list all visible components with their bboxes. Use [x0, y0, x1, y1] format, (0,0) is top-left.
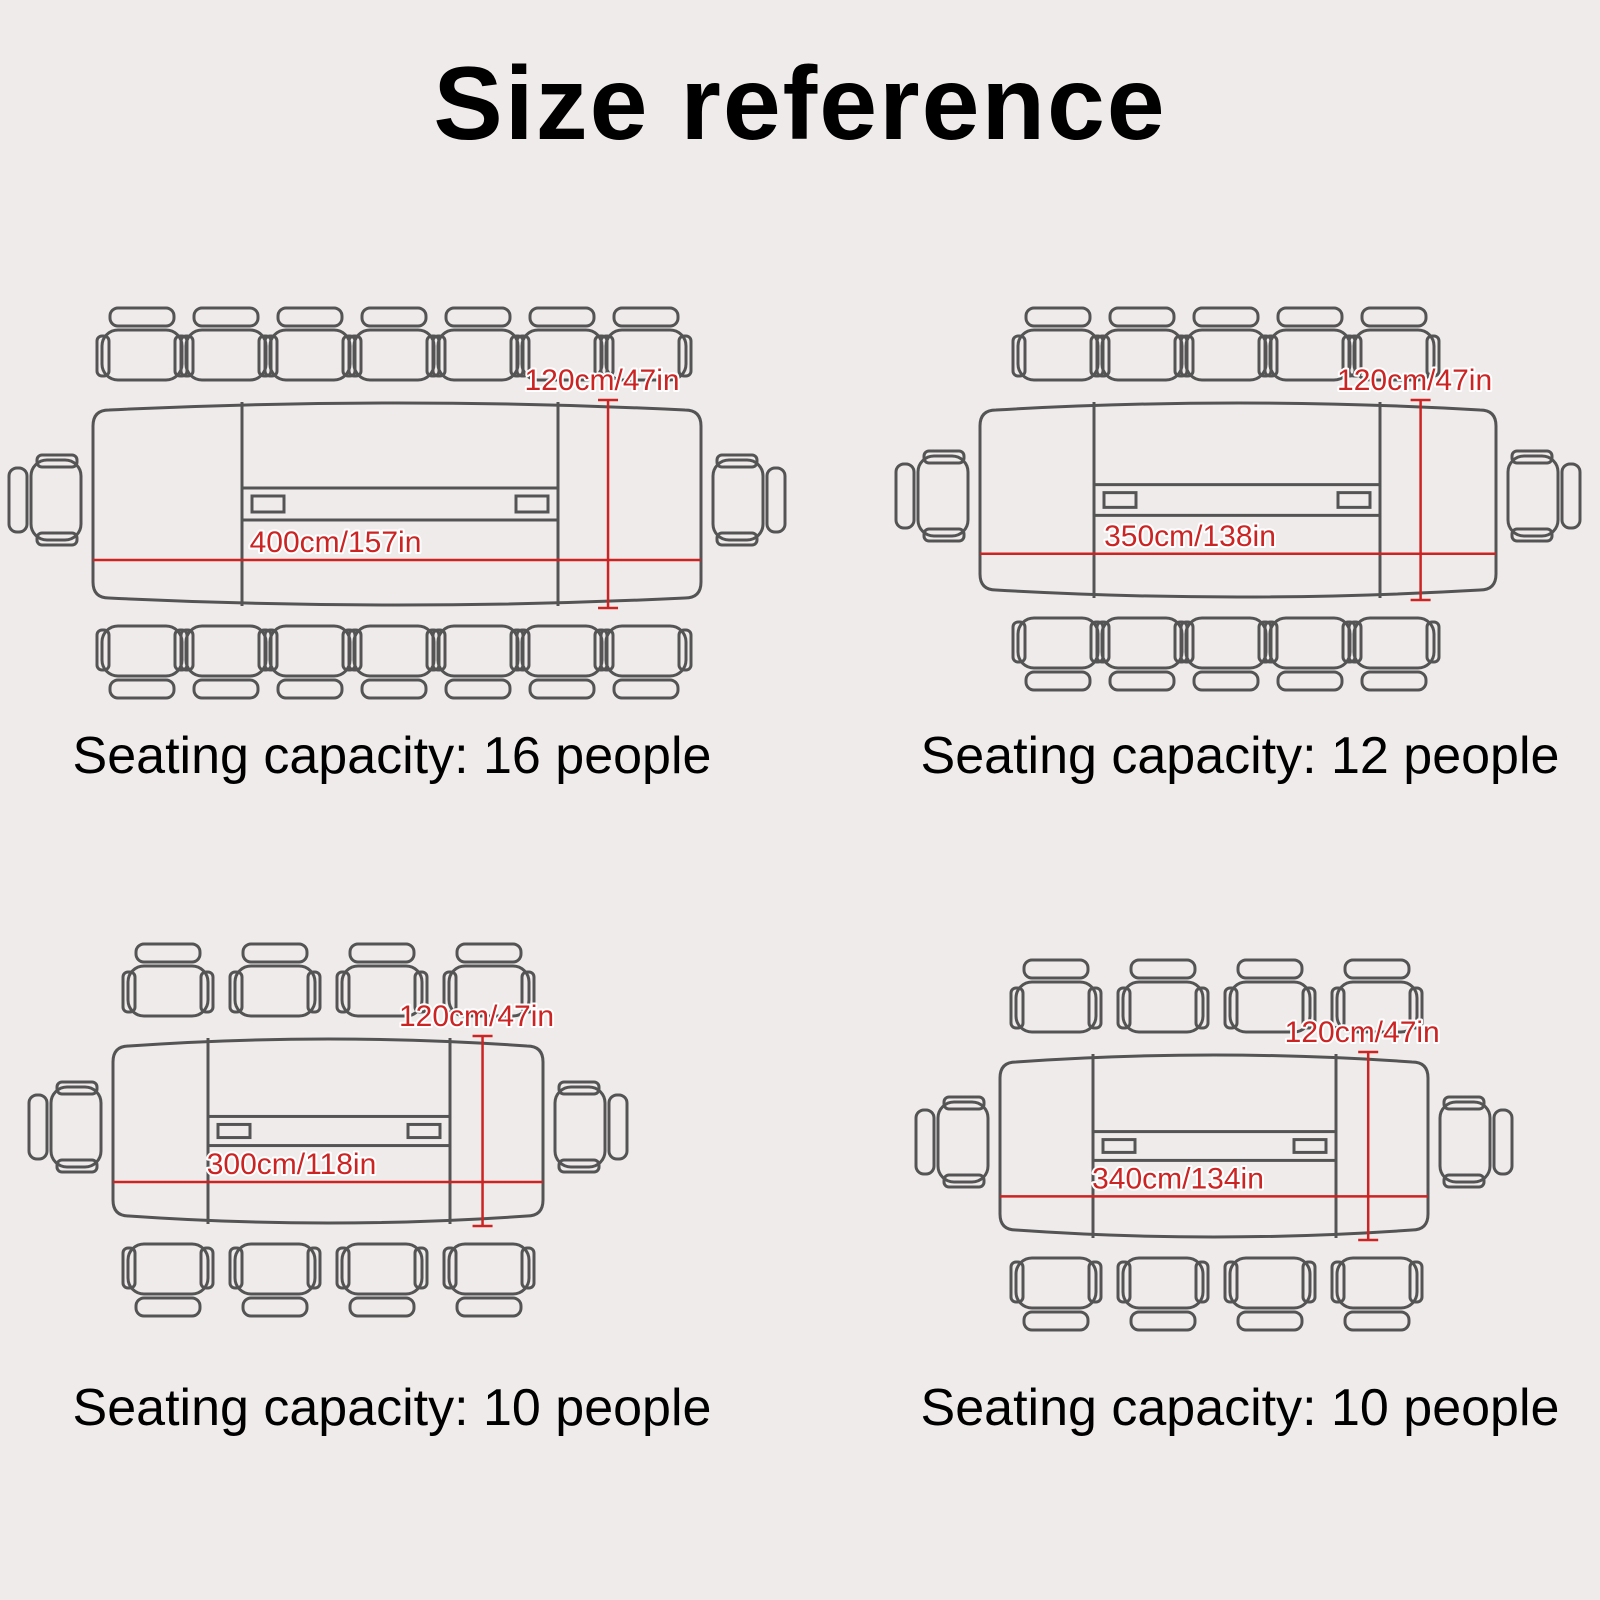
power-outlet-icon: [250, 494, 286, 514]
chair-icon: [431, 624, 525, 700]
chair-icon: [1009, 1256, 1103, 1332]
length-label: 400cm/157in: [250, 526, 422, 559]
chair-icon: [1330, 1256, 1424, 1332]
length-label: 340cm/134in: [1092, 1162, 1264, 1195]
chair-icon: [335, 1242, 429, 1318]
width-label: 120cm/47in: [399, 1000, 554, 1033]
seating-capacity-label: Seating capacity: 12 people: [921, 727, 1560, 785]
width-label: 120cm/47in: [1285, 1016, 1440, 1049]
chair-icon: [121, 1242, 215, 1318]
page-title: Size reference: [433, 46, 1167, 162]
chair-icon: [1330, 958, 1424, 1034]
power-outlet-icon: [1101, 1138, 1137, 1154]
table-top-outline: [978, 401, 1498, 599]
chair-icon: [1095, 306, 1189, 382]
chair-icon: [179, 306, 273, 382]
chair-icon: [515, 624, 609, 700]
power-outlet-icon: [514, 494, 550, 514]
chair-icon: [442, 1242, 536, 1318]
power-outlet-icon: [216, 1122, 252, 1140]
power-outlet-icon: [1292, 1138, 1328, 1154]
power-outlet-icon: [1336, 491, 1372, 509]
chair-icon: [1179, 616, 1273, 692]
chair-icon: [228, 1242, 322, 1318]
cable-tray: [1092, 483, 1382, 517]
seating-capacity-label: Seating capacity: 16 people: [73, 727, 712, 785]
chair-icon: [1347, 616, 1441, 692]
chair-icon: [179, 624, 273, 700]
chair-icon: [1009, 958, 1103, 1034]
power-outlet-icon: [1102, 491, 1138, 509]
chair-icon: [894, 449, 970, 543]
chair-icon: [1116, 1256, 1210, 1332]
chair-icon: [347, 624, 441, 700]
chair-icon: [711, 453, 787, 547]
cable-tray: [240, 486, 560, 522]
chair-icon: [228, 942, 322, 1018]
chair-icon: [263, 624, 357, 700]
chair-icon: [599, 306, 693, 382]
chair-icon: [7, 453, 83, 547]
chair-icon: [553, 1080, 629, 1174]
chair-icon: [1263, 616, 1357, 692]
table-top-outline: [998, 1053, 1430, 1239]
width-label: 120cm/47in: [524, 364, 679, 397]
power-outlet-icon: [406, 1122, 442, 1140]
chair-icon: [431, 306, 525, 382]
chair-icon: [599, 624, 693, 700]
chair-icon: [1223, 1256, 1317, 1332]
chair-icon: [1011, 306, 1105, 382]
seating-capacity-label: Seating capacity: 10 people: [73, 1379, 712, 1437]
length-label: 300cm/118in: [207, 1148, 377, 1181]
cable-tray: [206, 1114, 452, 1148]
chair-icon: [1011, 616, 1105, 692]
length-label: 350cm/138in: [1104, 520, 1276, 553]
chair-icon: [1116, 958, 1210, 1034]
chair-icon: [1506, 449, 1582, 543]
seating-capacity-label: Seating capacity: 10 people: [921, 1379, 1560, 1437]
chair-icon: [95, 306, 189, 382]
chair-icon: [95, 624, 189, 700]
chair-icon: [1347, 306, 1441, 382]
table-top-outline: [91, 401, 703, 607]
chair-icon: [1179, 306, 1273, 382]
chair-icon: [1438, 1095, 1514, 1189]
chair-icon: [1223, 958, 1317, 1034]
chair-icon: [442, 942, 536, 1018]
chair-icon: [1095, 616, 1189, 692]
chair-icon: [914, 1095, 990, 1189]
table-top-outline: [111, 1037, 545, 1225]
chair-icon: [121, 942, 215, 1018]
chair-icon: [335, 942, 429, 1018]
width-label: 120cm/47in: [1337, 364, 1492, 397]
chair-icon: [347, 306, 441, 382]
chair-icon: [263, 306, 357, 382]
cable-tray: [1091, 1130, 1338, 1162]
chair-icon: [27, 1080, 103, 1174]
